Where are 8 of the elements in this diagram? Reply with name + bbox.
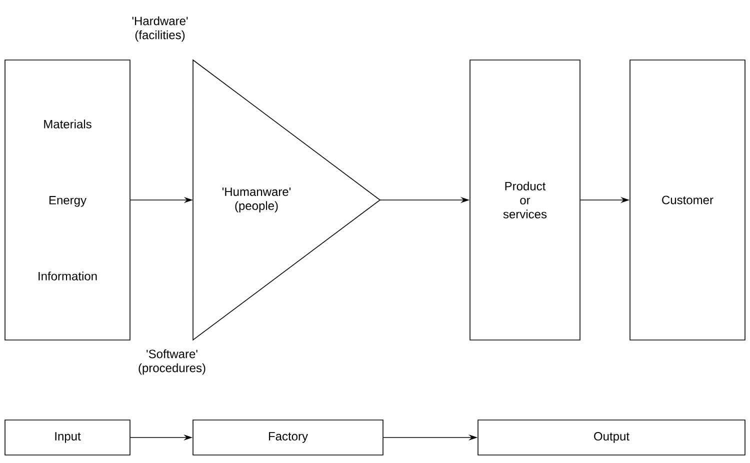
process-box: Output xyxy=(478,420,746,456)
side-label: 'Software' (procedures) xyxy=(138,349,206,375)
process-box: Factory xyxy=(192,420,384,456)
side-label: 'Hardware' (facilities) xyxy=(132,16,188,42)
process-box: Input xyxy=(4,420,130,456)
process-box: Materials Energy Information xyxy=(4,60,130,340)
process-box: Product or services xyxy=(470,60,580,340)
process-box: Customer xyxy=(630,60,746,340)
